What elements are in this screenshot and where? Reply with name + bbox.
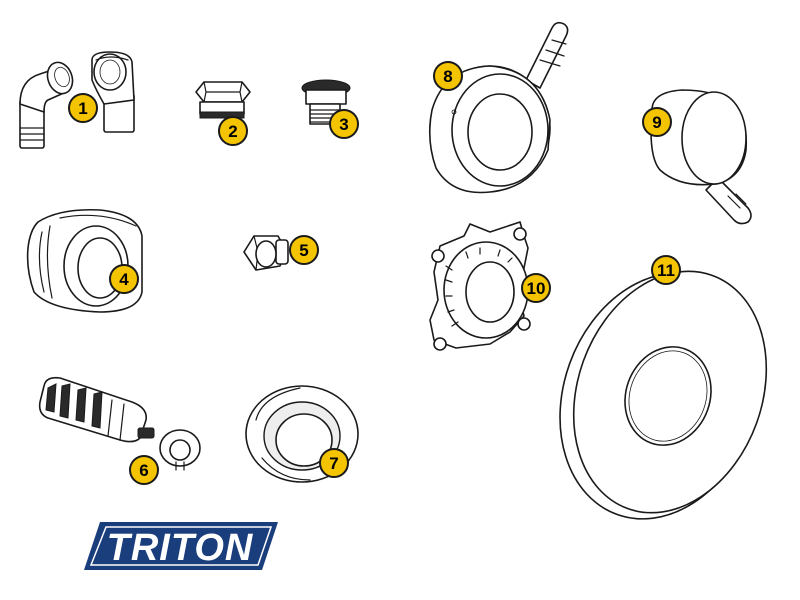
logo-background — [84, 522, 278, 570]
cartridge-and-clip-icon — [38, 376, 201, 471]
part-badge-5: 5 — [289, 235, 319, 265]
part-badge-9: 9 — [642, 107, 672, 137]
part-badge-10: 10 — [521, 273, 551, 303]
part-badge-4: 4 — [109, 264, 139, 294]
blanking-plug-icon — [195, 81, 251, 119]
svg-text:7: 7 — [329, 454, 338, 473]
svg-text:3: 3 — [339, 115, 348, 134]
logo-text: TRITON — [107, 527, 254, 569]
threaded-adaptor-icon — [301, 79, 351, 125]
part-badge-7: 7 — [319, 448, 349, 478]
mounting-bracket-icon — [429, 221, 531, 351]
svg-text:8: 8 — [443, 67, 452, 86]
elbow-connectors-icon — [19, 51, 135, 149]
part-badge-8: 8 — [433, 61, 463, 91]
svg-text:11: 11 — [657, 261, 675, 280]
flow-knob-icon — [428, 21, 569, 194]
svg-text:6: 6 — [139, 461, 148, 480]
svg-text:1: 1 — [78, 99, 87, 118]
triton-logo: TRITON — [84, 522, 278, 570]
compression-nut-icon — [243, 235, 289, 271]
part-badge-11: 11 — [651, 255, 681, 285]
svg-text:5: 5 — [299, 241, 308, 260]
shroud-sleeve-icon — [26, 208, 143, 313]
part-badge-6: 6 — [129, 455, 159, 485]
part-badge-3: 3 — [329, 109, 359, 139]
logo-inner-border — [89, 526, 273, 566]
temperature-knob-icon — [650, 89, 752, 225]
svg-text:10: 10 — [527, 279, 546, 298]
concealing-plate-icon — [559, 270, 768, 520]
part-badge-1: 1 — [68, 93, 98, 123]
svg-text:4: 4 — [119, 270, 129, 289]
part-badge-2: 2 — [218, 116, 248, 146]
svg-text:2: 2 — [228, 122, 237, 141]
svg-text:9: 9 — [652, 113, 661, 132]
